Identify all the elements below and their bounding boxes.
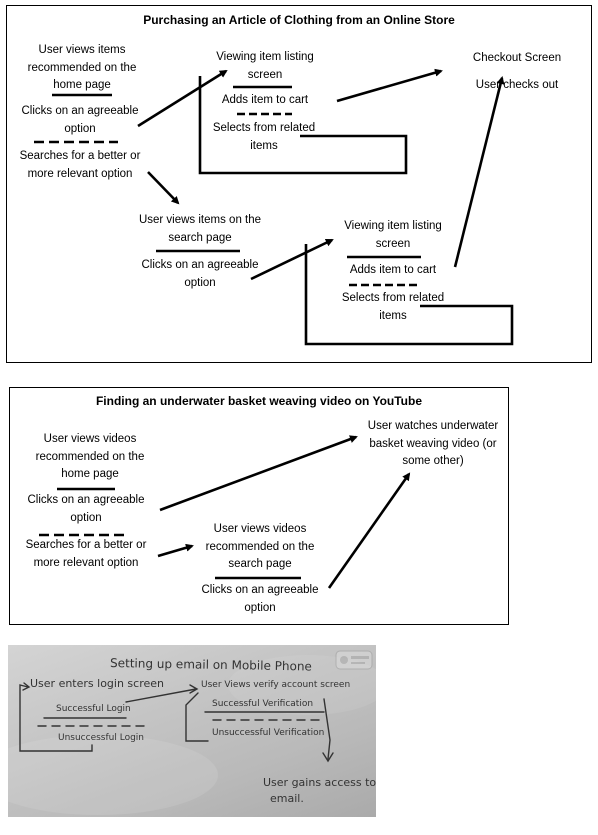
- video-home-clicks-label: Clicks on an agreeable option: [27, 494, 145, 524]
- home-clicks-option-label: Clicks on an agreeable option: [21, 105, 139, 135]
- checks-out-label: User checks out: [475, 79, 559, 91]
- clothing-purchase-diagram: [6, 5, 592, 363]
- arrow-search-to-search-page: [147, 171, 180, 205]
- arrow-search-page-to-listing: [250, 238, 334, 281]
- arrow-cart-to-checkout: [336, 68, 443, 103]
- youtube-search-diagram: [9, 387, 509, 625]
- successful-verification-label: Successful Verification: [212, 699, 313, 709]
- home-views-items-label: User views items recommended on the home…: [27, 44, 137, 91]
- checkout-screen-label: Checkout Screen: [472, 52, 562, 64]
- gains-access-text: User gains access to: [263, 776, 376, 789]
- arrow-cart2-to-checkout: [453, 76, 505, 268]
- listing-screen-label-2: Viewing item listing screen: [344, 220, 442, 250]
- whiteboard-photo: Setting up email on Mobile Phone User en…: [8, 645, 376, 817]
- arrow-video-home-to-watch: [159, 435, 358, 512]
- add-to-cart-label-2: Adds item to cart: [349, 264, 437, 276]
- watermark-logo: [335, 650, 373, 670]
- verify-screen-label: User Views verify account screen: [201, 680, 350, 690]
- successful-login-label: Successful Login: [56, 704, 131, 714]
- video-home-searches-label: Searches for a better or more relevant o…: [25, 539, 147, 569]
- verify-retry-loop: [185, 692, 209, 742]
- arrow-verify-to-access: [323, 698, 331, 760]
- loop-related-items-1: [198, 76, 408, 175]
- whiteboard-sketch: Setting up email on Mobile Phone User en…: [8, 650, 376, 815]
- gains-access-label: User gains access to email.: [263, 776, 376, 805]
- loop-related-items-2: [304, 244, 514, 346]
- gains-access-text-line2: email.: [270, 792, 304, 805]
- arrow-video-search-page-to-watch: [327, 472, 411, 589]
- listing-screen-label-1: Viewing item listing screen: [216, 51, 314, 81]
- video-search-views-label: User views videos recommended on the sea…: [205, 523, 315, 570]
- arrow-login-to-verify: [125, 688, 197, 703]
- video-home-views-label: User views videos recommended on the hom…: [35, 433, 145, 480]
- related-items-label-1: Selects from related items: [212, 122, 316, 152]
- arrow-home-to-listing: [137, 69, 228, 128]
- unsuccessful-login-label: Unsuccessful Login: [58, 733, 144, 743]
- clothing-diagram-title: Purchasing an Article of Clothing from a…: [143, 13, 455, 27]
- add-to-cart-label-1: Adds item to cart: [221, 94, 309, 106]
- related-items-label-2: Selects from related items: [341, 292, 445, 322]
- login-retry-loop: [19, 684, 93, 752]
- search-views-items-label: User views items on the search page: [138, 214, 262, 244]
- login-screen-label: User enters login screen: [30, 677, 164, 690]
- youtube-diagram-title: Finding an underwater basket weaving vid…: [95, 394, 423, 408]
- search-clicks-option-label: Clicks on an agreeable option: [141, 259, 259, 289]
- watches-video-label: User watches underwater basket weaving v…: [367, 420, 499, 467]
- whiteboard-title: Setting up email on Mobile Phone: [110, 656, 312, 674]
- home-searches-option-label: Searches for a better or more relevant o…: [19, 150, 141, 180]
- arrow-video-search-to-search-page: [157, 543, 194, 558]
- unsuccessful-verification-label: Unsuccessful Verification: [212, 728, 324, 738]
- video-search-clicks-label: Clicks on an agreeable option: [201, 584, 319, 614]
